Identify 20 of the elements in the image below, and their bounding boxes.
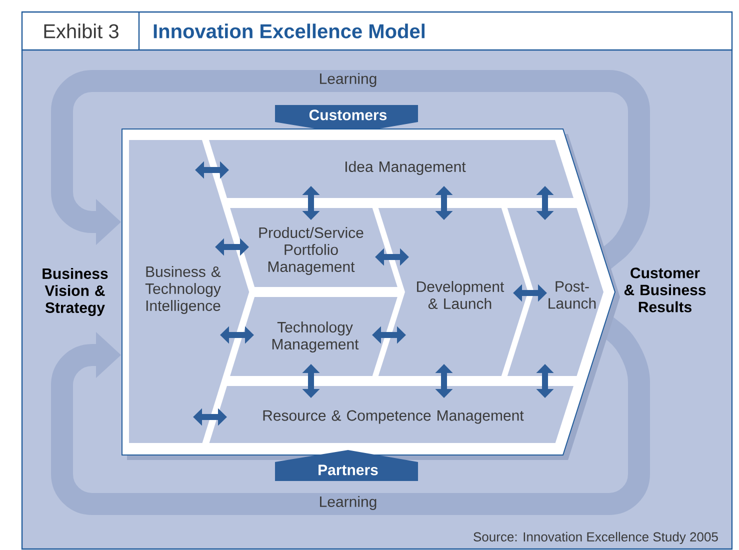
title: Innovation Excellence Model [154,24,425,38]
loop-arrow [51,70,650,271]
side-label: Business Vision & Strategy [42,268,108,316]
arrow-banner: Partners [275,450,418,481]
node-label: Technology Management [272,322,359,352]
side-label: Customer & Business Results [624,268,706,312]
node-label: Product/Service Portfolio Management [259,227,364,275]
node-label: Post-Launch [548,281,596,309]
exhibit-label: Exhibit 3 [44,24,118,38]
process-area: Post-Launch [507,208,604,376]
node-label: Development & Launch [417,280,504,309]
process-area: Development & Launch [378,208,528,376]
node-label: Business & Technology Intelligence [145,266,221,314]
edge-label: Learning [318,495,378,511]
process-area: Product/Service Portfolio Management [230,208,398,287]
process-area: Resource & Competence Management [209,386,574,443]
process-area: Idea Management [209,140,574,198]
edge-label: Learning [318,72,378,88]
process-area: Technology Management [230,297,398,376]
source-note: Source: Innovation Excellence Study 2005 [474,532,718,544]
